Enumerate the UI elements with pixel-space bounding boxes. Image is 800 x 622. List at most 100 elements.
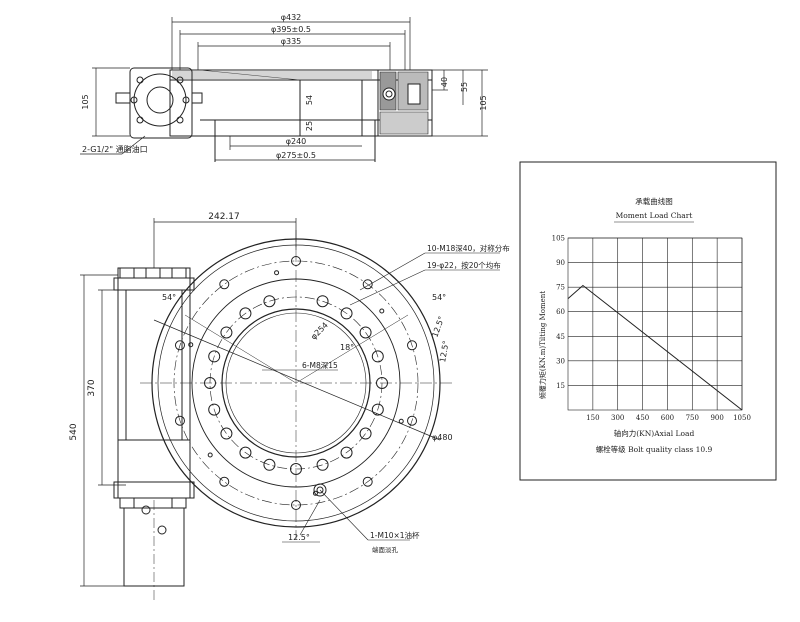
inner-hole bbox=[220, 326, 233, 339]
outer-hole bbox=[362, 476, 373, 487]
right-dimensions bbox=[432, 69, 488, 137]
chart-xlabel: 轴向力(KN)Axial Load bbox=[614, 428, 695, 438]
callout-outer-holes: 10-M18深40，对称分布 bbox=[427, 243, 510, 253]
y-tick-label: 15 bbox=[556, 382, 565, 390]
x-tick-label: 600 bbox=[661, 414, 674, 422]
m8-hole bbox=[379, 308, 385, 314]
outer-hole bbox=[407, 415, 418, 426]
angle-12-5-bottom: 12.5° bbox=[288, 533, 310, 542]
x-tick-label: 450 bbox=[636, 414, 649, 422]
inner-hole bbox=[371, 350, 384, 363]
y-tick-label: 75 bbox=[556, 284, 565, 292]
inner-hole bbox=[359, 326, 372, 339]
x-tick-label: 150 bbox=[586, 414, 599, 422]
plan-top-dim bbox=[153, 218, 297, 268]
left-dimension bbox=[92, 67, 130, 137]
m8-hole bbox=[207, 452, 213, 458]
chart-subtitle: Moment Load Chart bbox=[616, 211, 693, 220]
dim-d275: φ275±0.5 bbox=[276, 151, 316, 160]
inner-hole bbox=[316, 458, 329, 471]
dim-105-left: 105 bbox=[81, 94, 90, 109]
x-tick-label: 300 bbox=[611, 414, 624, 422]
dim-d254: φ254 bbox=[309, 321, 330, 342]
bottom-dimensions bbox=[215, 136, 375, 161]
m8-hole bbox=[188, 342, 194, 348]
y-tick-label: 105 bbox=[552, 235, 565, 243]
inner-hole bbox=[208, 403, 221, 416]
outer-hole bbox=[362, 279, 373, 290]
dim-40: 40 bbox=[440, 77, 449, 87]
inner-hole bbox=[371, 403, 384, 416]
dim-54: 54 bbox=[305, 95, 314, 105]
dim-242: 242.17 bbox=[208, 212, 240, 222]
grease-leader bbox=[121, 135, 146, 155]
inner-hole bbox=[263, 458, 276, 471]
outer-hole bbox=[174, 340, 185, 351]
worm-housing-plan bbox=[113, 267, 195, 600]
m8-hole bbox=[398, 418, 404, 424]
inner-hole bbox=[220, 427, 233, 440]
outer-hole bbox=[407, 340, 418, 351]
x-tick-label: 900 bbox=[710, 414, 723, 422]
dim-25: 25 bbox=[305, 121, 314, 131]
outer-hole bbox=[174, 415, 185, 426]
angle-12-5-b: 12.5° bbox=[438, 340, 451, 363]
side-view: φ432 φ395±0.5 φ335 bbox=[80, 13, 488, 162]
callout-inner-holes: 19-φ22，按20个均布 bbox=[427, 260, 501, 270]
dim-d395: φ395±0.5 bbox=[271, 25, 311, 34]
grease-note: 2-G1/2" 通脂油口 bbox=[82, 144, 148, 154]
angle-12-5-a: 12.5° bbox=[430, 315, 446, 339]
top-dimensions bbox=[171, 17, 411, 70]
m8-hole bbox=[274, 270, 280, 276]
inner-hole bbox=[359, 427, 372, 440]
chart-frame bbox=[519, 161, 777, 481]
dim-540: 540 bbox=[69, 423, 79, 440]
x-tick-label: 1050 bbox=[733, 414, 751, 422]
m8-holes bbox=[188, 270, 404, 496]
chart-title: 承载曲线图 bbox=[635, 196, 673, 206]
angle-18: 18° bbox=[340, 343, 354, 352]
inner-hole bbox=[340, 446, 353, 459]
dim-d480: φ480 bbox=[432, 433, 453, 442]
m8-hole bbox=[312, 490, 318, 496]
y-tick-label: 30 bbox=[556, 357, 565, 365]
y-tick-label: 45 bbox=[556, 333, 565, 341]
diameter-leader bbox=[153, 319, 441, 441]
dim-d432: φ432 bbox=[281, 13, 302, 22]
callout-leaders bbox=[262, 252, 500, 543]
inner-hole bbox=[263, 295, 276, 308]
dim-105-right: 105 bbox=[479, 95, 488, 110]
dim-d335: φ335 bbox=[281, 37, 302, 46]
inner-hole bbox=[316, 295, 329, 308]
dim-d240: φ240 bbox=[286, 137, 307, 146]
worm-housing-side bbox=[115, 67, 203, 139]
plan-view: 540 370 242.17 bbox=[69, 212, 510, 600]
dim-370: 370 bbox=[87, 379, 97, 396]
chart-ylabel: 倾覆力矩(KN.m)Tilting Moment bbox=[538, 291, 547, 399]
outer-hole bbox=[219, 476, 230, 487]
y-tick-label: 60 bbox=[556, 308, 565, 316]
chart-note: 螺栓等级 Bolt quality class 10.9 bbox=[596, 444, 713, 454]
plan-left-dims bbox=[80, 274, 126, 587]
ring-section bbox=[377, 69, 433, 137]
callout-m10-hole: 1-M10×1油杯 bbox=[370, 530, 420, 540]
moment-series-line bbox=[567, 284, 743, 411]
chart-grid bbox=[567, 237, 743, 411]
dim-55: 55 bbox=[460, 82, 469, 92]
callout-m8-holes: 6-M8深15 bbox=[302, 361, 338, 370]
lubrication-nipple bbox=[313, 483, 327, 497]
inner-hole bbox=[340, 307, 353, 320]
center-lines bbox=[140, 230, 452, 540]
y-tick-label: 90 bbox=[556, 259, 565, 267]
chart-ticks: 150 300 450 600 750 900 1050 15 30 45 60 75 90 105 bbox=[552, 235, 751, 423]
angle-54-right: 54° bbox=[432, 293, 446, 302]
outer-hole bbox=[219, 279, 230, 290]
chart-plot-area bbox=[567, 237, 743, 411]
inner-hole bbox=[208, 350, 221, 363]
moment-chart: 承载曲线图 Moment Load Chart 150 300 450 600 750 9… bbox=[519, 161, 777, 481]
inner-hole bbox=[239, 446, 252, 459]
angle-54-left: 54° bbox=[162, 293, 176, 302]
callout-m10-sub: 端面淡孔 bbox=[372, 545, 399, 554]
x-tick-label: 750 bbox=[686, 414, 699, 422]
